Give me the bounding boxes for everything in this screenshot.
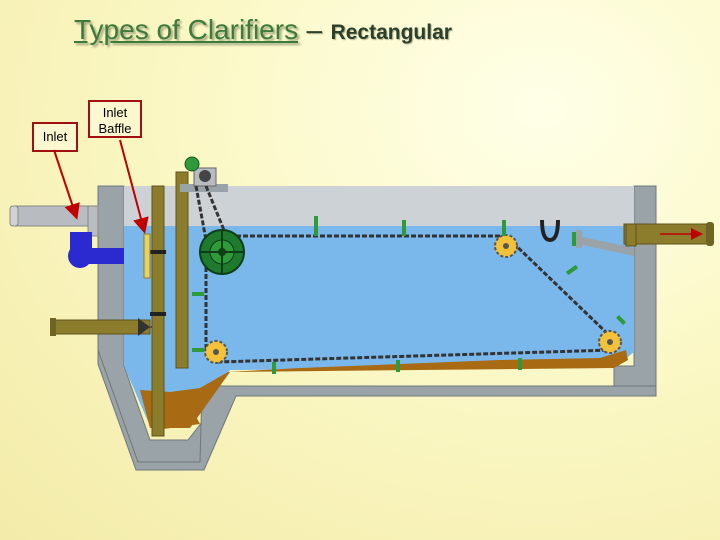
inlet-pipe-gray-down	[87, 205, 99, 237]
flight	[192, 292, 204, 296]
inlet-arrow	[53, 149, 80, 220]
sprocket-bottom-left	[204, 340, 228, 364]
tank-floor	[97, 349, 657, 471]
column-collar-2	[150, 312, 166, 316]
column-collar	[150, 250, 166, 254]
chain-drive-down-2	[204, 185, 230, 241]
inlet-baffle	[143, 233, 151, 279]
title-main: Types of Clarifiers	[74, 14, 299, 45]
drive-small-gear	[184, 156, 200, 172]
sludge-pipe	[51, 319, 151, 335]
inlet-pipe-blue-horizontal	[80, 248, 124, 264]
motor-pulley	[199, 170, 211, 182]
outlet-trough	[578, 236, 634, 256]
flight	[192, 348, 204, 352]
sprocket-top-right	[494, 234, 518, 258]
walkway-platform	[180, 184, 228, 192]
sprocket-bottom-right	[598, 330, 622, 354]
flight	[502, 220, 506, 236]
flight	[616, 315, 626, 325]
flight	[518, 358, 522, 370]
inlet-baffle-line1: Inlet	[102, 105, 128, 120]
sludge-valve	[138, 318, 150, 336]
inlet-baffle-arrow	[119, 139, 149, 234]
flight	[314, 216, 318, 236]
title-dash: –	[306, 14, 323, 45]
inlet-label-text: Inlet	[42, 129, 68, 144]
flight	[272, 362, 276, 374]
outlet-pipe-end	[706, 222, 714, 246]
inlet-pipe-gray-end	[9, 205, 19, 227]
tank-water	[124, 226, 634, 426]
collector-flights	[192, 216, 626, 374]
title-subtitle: Rectangular	[330, 21, 452, 44]
inlet-baffle-label: Inlet Baffle	[88, 100, 142, 138]
flight	[565, 264, 579, 276]
scum-skimmer	[540, 219, 560, 243]
flight	[402, 220, 406, 236]
outlet-pipe-drop	[625, 223, 637, 247]
inlet-pipe-gray	[13, 205, 99, 227]
drive-wheel	[199, 229, 245, 275]
flight	[396, 360, 400, 372]
inlet-baffle-line2: Baffle	[98, 121, 132, 136]
chain-drive-down	[194, 185, 208, 241]
page-title: Types of Clarifiers – Rectangular	[74, 14, 452, 46]
drive-column-top	[175, 171, 189, 369]
flight	[572, 232, 576, 246]
drive-column	[151, 185, 165, 437]
sludge-pipe-end	[50, 318, 56, 336]
